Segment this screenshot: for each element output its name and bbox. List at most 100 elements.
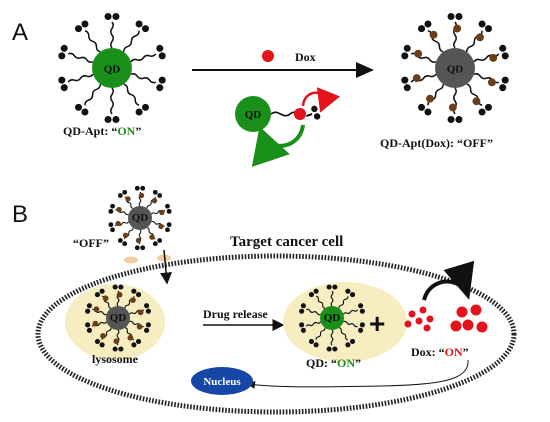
bound-dox-icon xyxy=(426,94,434,103)
bound-dox-icon xyxy=(489,53,498,62)
aptamer-head-icon xyxy=(332,284,338,290)
cell-label: Target cancer cell xyxy=(230,234,343,250)
aptamer-head-icon xyxy=(157,238,163,243)
aptamer-head-icon xyxy=(447,12,455,21)
aptamer-head-icon xyxy=(117,193,123,198)
aptamer-head-icon xyxy=(140,185,146,191)
aptamer-head-icon xyxy=(122,241,128,247)
cell-membrane xyxy=(35,253,517,415)
bound-dox-icon xyxy=(151,197,158,204)
bound-dox-icon xyxy=(116,206,122,213)
aptamer-head-icon xyxy=(112,115,120,124)
nucleus xyxy=(191,367,253,395)
bound-dox-icon xyxy=(100,332,106,339)
aptamer-head-icon xyxy=(499,84,507,92)
bound-dox-icon xyxy=(127,334,134,341)
aptamer-head-icon xyxy=(299,322,305,328)
aptamer-head-icon xyxy=(313,288,319,294)
panel-a-letter: A xyxy=(12,19,28,46)
aptamer-head-icon xyxy=(135,292,142,298)
aptamer-head-icon xyxy=(144,303,150,309)
aptamer-head-icon xyxy=(81,108,89,116)
aptamer-head-icon xyxy=(112,284,118,290)
aptamer-linker xyxy=(110,87,114,115)
qd-apt-dox-off-label: QD-Apt(Dox): “OFF” xyxy=(380,136,493,150)
aptamer-head-icon xyxy=(156,84,164,92)
aptamer-head-icon xyxy=(359,308,365,314)
aptamer-head-icon xyxy=(141,103,149,111)
receptor-bump xyxy=(124,256,138,264)
aptamer-head-icon xyxy=(424,108,432,116)
bound-dox-icon xyxy=(158,223,164,230)
aptamer-linker xyxy=(68,52,94,63)
release-region xyxy=(283,282,407,362)
aptamer-head-icon xyxy=(112,12,120,21)
aptamer-head-icon xyxy=(401,52,409,60)
aptamer-head-icon xyxy=(122,189,128,195)
aptamer-linker xyxy=(306,308,321,316)
release-curve-arrow xyxy=(301,87,341,113)
aptamer-head-icon xyxy=(104,12,112,21)
mechanism-qd-text: QD xyxy=(245,109,262,121)
aptamer-head-icon xyxy=(152,189,158,195)
aptamer-linker xyxy=(330,329,334,346)
aptamer-head-icon xyxy=(345,342,351,348)
aptamer-head-icon xyxy=(99,342,105,348)
bound-dox-icon xyxy=(135,237,142,244)
aptamer-head-icon xyxy=(108,208,114,214)
qd-core xyxy=(320,306,344,330)
aptamer-head-icon xyxy=(349,338,356,344)
qd-core xyxy=(106,306,130,330)
aptamer-head-icon xyxy=(85,308,91,314)
aptamer-head-icon xyxy=(165,203,170,209)
aptamer-head-icon xyxy=(145,322,151,328)
aptamer-linker xyxy=(130,53,157,63)
aptamer-linker xyxy=(330,290,334,307)
aptamer-head-icon xyxy=(326,346,332,352)
aptamer-head-icon xyxy=(345,288,351,294)
mechanism-qd-core xyxy=(235,96,271,132)
aptamer-head-icon xyxy=(418,25,426,33)
bound-dox-icon xyxy=(487,78,496,87)
binding-mechanism-inset: QD xyxy=(235,87,341,167)
aptamer-head-icon xyxy=(501,76,509,84)
aptamer-linker xyxy=(84,84,102,106)
aptamer-linker xyxy=(67,73,94,83)
aptamer-head-icon xyxy=(140,245,146,251)
aptamer-head-icon xyxy=(499,44,507,52)
aptamer-head-icon xyxy=(158,76,166,84)
aptamer-head-icon xyxy=(165,227,170,233)
aptamer-head-icon xyxy=(484,103,492,111)
bound-dox-icon xyxy=(137,309,144,316)
fluorescence-recovery-arrow xyxy=(422,260,475,301)
qd-core xyxy=(435,48,475,88)
aptamer-linker xyxy=(315,327,326,340)
aptamer-head-icon xyxy=(81,20,89,28)
qd-core-text: QD xyxy=(324,312,341,324)
aptamer-head-icon xyxy=(157,193,163,198)
bound-dox-icon xyxy=(130,297,136,304)
aptamer-linker xyxy=(315,295,326,309)
aptamer-head-icon xyxy=(358,303,364,309)
aptamer-head-icon xyxy=(131,288,137,294)
aptamer-head-icon xyxy=(58,76,66,84)
qd-aptamer-dox-off: QD xyxy=(401,12,509,124)
bound-dox-icon xyxy=(92,320,99,327)
bound-dox-icon xyxy=(429,30,438,39)
aptamer-head-icon xyxy=(501,52,509,60)
off-label: “OFF” xyxy=(73,236,109,250)
aptamer-head-icon xyxy=(418,103,426,111)
qd-core-text: QD xyxy=(132,212,149,224)
aptamer-head-icon xyxy=(145,308,151,314)
mechanism-aptamer-icon xyxy=(306,105,321,120)
aptamer-head-icon xyxy=(144,327,150,333)
aptamer-linker xyxy=(342,309,359,315)
dox-cluster-large xyxy=(450,304,488,333)
aptamer-head-icon xyxy=(58,52,66,60)
aptamer-head-icon xyxy=(131,342,137,348)
bound-dox-icon xyxy=(136,323,143,330)
qd-core-text: QD xyxy=(447,63,464,75)
aptamer-head-icon xyxy=(313,342,319,348)
aptamer-head-icon xyxy=(166,222,172,228)
